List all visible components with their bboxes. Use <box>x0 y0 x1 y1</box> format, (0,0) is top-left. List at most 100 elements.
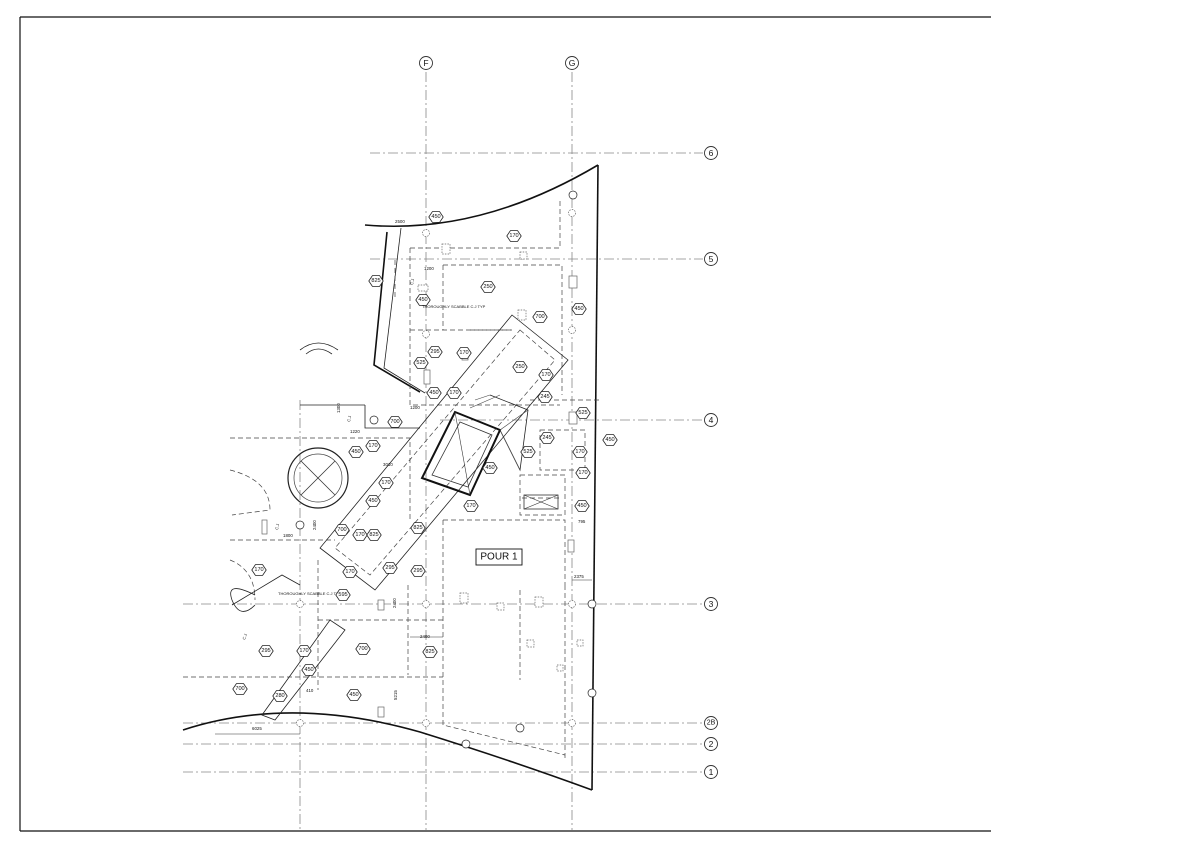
thickness-tag: 245 <box>539 432 555 444</box>
dimension-label: 1200 <box>410 405 420 410</box>
thickness-tag-hexagon <box>520 446 536 458</box>
thickness-tag: 450 <box>365 495 381 507</box>
thickness-tag-label: 170 <box>368 443 377 449</box>
thickness-tag: 825 <box>368 275 384 287</box>
thickness-tag-hexagon <box>368 275 384 287</box>
grid-label-2B: 2B <box>707 720 716 727</box>
grid-label-2: 2 <box>709 739 714 749</box>
thickness-tag-hexagon <box>532 311 548 323</box>
thickness-tag-hexagon <box>301 664 317 676</box>
dimension-label: 2400 <box>392 598 397 608</box>
thickness-tag-hexagon <box>480 281 496 293</box>
thickness-tag-label: 280 <box>275 693 284 699</box>
thickness-tag-hexagon <box>378 477 394 489</box>
thickness-tag-hexagon <box>348 446 364 458</box>
dimension-label: 410 <box>306 688 314 693</box>
thickness-tag-label: 170 <box>575 449 584 455</box>
thickness-tag: 450 <box>426 387 442 399</box>
thickness-tag: 280 <box>272 690 288 702</box>
thickness-tag: 170 <box>251 564 267 576</box>
thickness-tag-hexagon <box>346 689 362 701</box>
thickness-tag-hexagon <box>575 467 591 479</box>
thickness-tag: 700 <box>232 683 248 695</box>
thickness-tag: 170 <box>378 477 394 489</box>
dimension-label: 2375 <box>574 574 584 579</box>
thickness-tag-label: 700 <box>535 314 544 320</box>
column-markers <box>261 190 597 749</box>
thickness-tag-label: 450 <box>485 465 494 471</box>
thickness-tag-hexagon <box>382 562 398 574</box>
note-cj-2: C.J <box>346 415 352 422</box>
thickness-tag-label: 170 <box>509 233 518 239</box>
thickness-tag-hexagon <box>571 303 587 315</box>
thickness-tag-hexagon <box>427 346 443 358</box>
note-scabble-bottom: THOROUGHLY SCABBLE C.J TYP <box>278 591 342 596</box>
thickness-tag-label: 525 <box>578 410 587 416</box>
thickness-tag-label: 170 <box>254 567 263 573</box>
thickness-tag: 170 <box>506 230 522 242</box>
thickness-tag-label: 295 <box>261 648 270 654</box>
dimension-label: 2400 <box>312 520 317 530</box>
grid-bubble-F: F <box>419 56 433 70</box>
dimension-label: 6025 <box>252 726 262 731</box>
dimension-label: 1300 <box>336 403 341 413</box>
thickness-tag: 170 <box>365 440 381 452</box>
thickness-tag-hexagon <box>410 522 426 534</box>
thickness-tag-label: 170 <box>355 532 364 538</box>
thickness-tag-hexagon <box>572 446 588 458</box>
dimension-label: 3010 <box>383 462 393 467</box>
thickness-tag-hexagon <box>463 500 479 512</box>
thickness-tag-hexagon <box>506 230 522 242</box>
thickness-tag-label: 170 <box>381 480 390 486</box>
note-cj-4: C.J <box>241 633 248 640</box>
thickness-tag-hexagon <box>574 500 590 512</box>
thickness-tag-label: 700 <box>390 419 399 425</box>
thickness-tag-hexagon <box>258 645 274 657</box>
thickness-tag: 825 <box>366 529 382 541</box>
thickness-tag-label: 245 <box>542 435 551 441</box>
thickness-tag-hexagon <box>426 387 442 399</box>
circular-tank <box>287 447 349 509</box>
thickness-tag: 700 <box>355 643 371 655</box>
thickness-tag-label: 170 <box>541 372 550 378</box>
thickness-tag: 170 <box>538 369 554 381</box>
grid-label-1: 1 <box>709 767 714 777</box>
grid-label-6: 6 <box>709 148 714 158</box>
thickness-tag: 700 <box>387 416 403 428</box>
grid-bubble-G: G <box>565 56 579 70</box>
grid-bubble-4: 4 <box>704 413 718 427</box>
thickness-tag-hexagon <box>538 369 554 381</box>
thickness-tag: 295 <box>258 645 274 657</box>
thickness-tag-label: 250 <box>483 284 492 290</box>
grid-bubble-2: 2 <box>704 737 718 751</box>
thickness-tag-hexagon <box>539 432 555 444</box>
thickness-tag-hexagon <box>422 646 438 658</box>
thickness-tag: 825 <box>410 522 426 534</box>
thickness-tag-hexagon <box>602 434 618 446</box>
thickness-tag: 525 <box>413 357 429 369</box>
diagonal-ramp <box>231 314 569 721</box>
thickness-tag: 295 <box>382 562 398 574</box>
thickness-tag-hexagon <box>272 690 288 702</box>
opening-box <box>523 494 559 510</box>
thickness-tag: 450 <box>574 500 590 512</box>
dimension-label: 2400 <box>420 634 430 639</box>
thickness-tag-label: 450 <box>351 449 360 455</box>
thickness-tag: 450 <box>346 689 362 701</box>
thickness-tag: 170 <box>572 446 588 458</box>
thickness-tag: 450 <box>482 462 498 474</box>
pour-label: POUR 1 <box>480 552 518 563</box>
thickness-tag-hexagon <box>355 643 371 655</box>
thickness-tag-label: 170 <box>449 390 458 396</box>
grid-label-F: F <box>423 58 428 68</box>
dimension-labels: 2500 1200 1300 1220 1200 3010 1800 2400 … <box>215 219 592 735</box>
thickness-tag-hexagon <box>537 391 553 403</box>
thickness-tag-label: 525 <box>523 449 532 455</box>
thickness-tag: 450 <box>415 294 431 306</box>
thickness-tag-label: 295 <box>413 568 422 574</box>
grid-bubble-3: 3 <box>704 597 718 611</box>
thickness-tag-hexagon <box>410 565 426 577</box>
thickness-tag: 295 <box>410 565 426 577</box>
thickness-tag-hexagon <box>334 524 350 536</box>
